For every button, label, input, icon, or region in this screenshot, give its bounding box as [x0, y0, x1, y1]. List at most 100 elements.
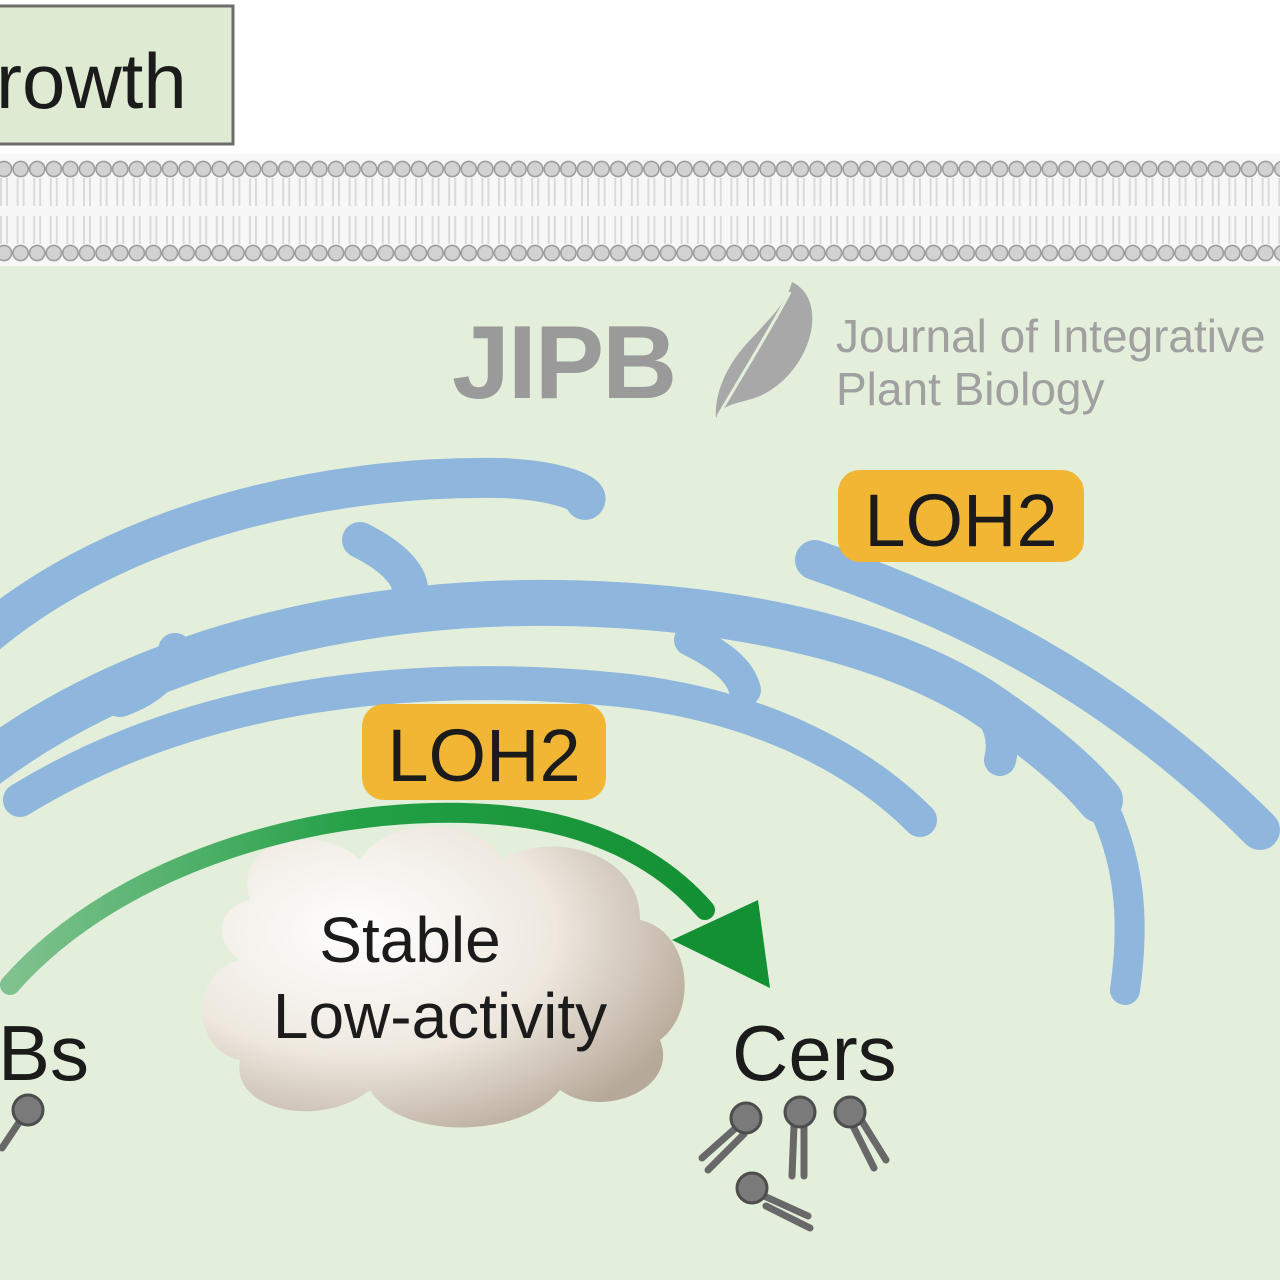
- loh2-label-center: LOH2: [387, 714, 580, 797]
- lipid-head-inner: [925, 244, 942, 262]
- lipid-head-outer: [775, 160, 793, 178]
- lipid-substrate: [0, 1093, 45, 1152]
- header-box-label: rowth: [0, 37, 187, 125]
- lipid-head-inner: [1207, 244, 1225, 262]
- lipid-head-outer: [194, 160, 212, 178]
- lipid-head-outer: [526, 160, 544, 178]
- lipid-head-outer: [227, 160, 245, 178]
- lipid-head-outer: [476, 160, 494, 178]
- lipid-head-outer: [726, 160, 743, 178]
- lipid-head-outer: [1024, 160, 1042, 178]
- er-cisternae: [0, 457, 1280, 1005]
- lipid-head-inner: [626, 244, 644, 262]
- lipid-head-outer: [1041, 160, 1059, 178]
- er-bridge-2: [103, 633, 192, 717]
- lipid-head-inner: [410, 244, 428, 262]
- lipid-head-outer: [842, 160, 859, 178]
- lipid-head-outer: [1224, 160, 1241, 178]
- lipid-head-inner: [1190, 244, 1208, 262]
- lipid-head-inner: [842, 244, 859, 262]
- er-sheet-middle: [0, 579, 1123, 823]
- lipid-head-inner: [344, 244, 361, 262]
- lipid-head-outer: [261, 160, 278, 178]
- lipid-head-inner: [0, 244, 13, 262]
- lipid-head-outer: [78, 160, 96, 178]
- lipid-head-inner: [493, 244, 511, 262]
- lipid-head-outer: [1257, 160, 1274, 178]
- lipid-head-outer: [1107, 160, 1125, 178]
- er-sheet-lower: [3, 666, 937, 837]
- watermark-line1: Journal of Integrative: [836, 310, 1266, 362]
- lipid-head-inner: [991, 244, 1009, 262]
- lipid-head-inner: [1024, 244, 1042, 262]
- lipid-head-outer: [393, 160, 411, 178]
- lipid-head-outer: [1273, 160, 1280, 178]
- lipid-product-4: [735, 1171, 814, 1232]
- leaf-icon: [715, 282, 813, 418]
- lipid-head-outer: [1207, 160, 1225, 178]
- lipid-head-inner: [759, 244, 776, 262]
- lipid-head-inner: [1157, 244, 1175, 262]
- lipid-head-inner: [609, 244, 627, 262]
- lipid-head-outer: [892, 160, 909, 178]
- lipid-head-outer: [659, 160, 677, 178]
- lipid-head-inner: [277, 244, 295, 262]
- lipid-molecules: [0, 1093, 890, 1232]
- lipid-head-outer: [1124, 160, 1142, 178]
- lipid-head-outer: [692, 160, 710, 178]
- lipid-head-inner: [875, 244, 893, 262]
- lipid-head-inner: [941, 244, 959, 262]
- lipid-head-inner: [194, 244, 212, 262]
- loh2-label-right: LOH2: [864, 479, 1057, 562]
- lipid-head-inner: [1257, 244, 1274, 262]
- lipid-head-inner: [1008, 244, 1025, 262]
- lipid-head-outer: [310, 160, 328, 178]
- lipid-head-outer: [1091, 160, 1108, 178]
- lipid-head-outer: [244, 160, 262, 178]
- lipid-head-inner: [908, 244, 926, 262]
- header-box: [0, 4, 235, 146]
- cloud-line1: Stable: [319, 904, 500, 976]
- lipid-head-outer: [643, 160, 660, 178]
- lipid-head-inner: [576, 244, 594, 262]
- lipid-head-inner: [178, 244, 195, 262]
- product-label: Cers: [732, 1009, 897, 1097]
- lipid-head-outer: [1174, 160, 1191, 178]
- lipid-head-outer: [958, 160, 976, 178]
- lipid-head-outer: [410, 160, 428, 178]
- lipid-head-inner: [1141, 244, 1158, 262]
- er-sheet-right: [795, 540, 1280, 850]
- lipid-head-outer: [45, 160, 63, 178]
- lipid-head-outer: [1157, 160, 1175, 178]
- lipid-head-outer: [277, 160, 295, 178]
- lipid-head-inner: [294, 244, 312, 262]
- lipid-head-outer: [294, 160, 312, 178]
- lipid-head-inner: [593, 244, 610, 262]
- lipid-head-outer: [742, 160, 760, 178]
- lipid-head-inner: [892, 244, 909, 262]
- lipid-head-inner: [227, 244, 245, 262]
- lipid-head-inner: [858, 244, 876, 262]
- lipid-head-inner: [1058, 244, 1075, 262]
- lipid-head-outer: [991, 160, 1009, 178]
- lipid-head-outer: [1074, 160, 1092, 178]
- lipid-head-inner: [1074, 244, 1092, 262]
- lipid-head-inner: [709, 244, 727, 262]
- lipid-head-outer: [1141, 160, 1158, 178]
- lipid-head-outer: [95, 160, 112, 178]
- er-bridge-3: [674, 624, 761, 706]
- lipid-head-inner: [1124, 244, 1142, 262]
- lipid-head-inner: [975, 244, 992, 262]
- lipid-head-outer: [28, 160, 46, 178]
- lipid-head-outer: [1190, 160, 1208, 178]
- jipb-watermark: JIPB Journal of Integrative Plant Biolog…: [452, 282, 1266, 421]
- lipid-head-inner: [161, 244, 179, 262]
- lipid-head-inner: [543, 244, 561, 262]
- lipid-head-outer: [975, 160, 992, 178]
- arrow-head: [672, 900, 770, 988]
- lipid-head-outer: [825, 160, 843, 178]
- lipid-head-outer: [427, 160, 444, 178]
- lipid-head-outer: [128, 160, 146, 178]
